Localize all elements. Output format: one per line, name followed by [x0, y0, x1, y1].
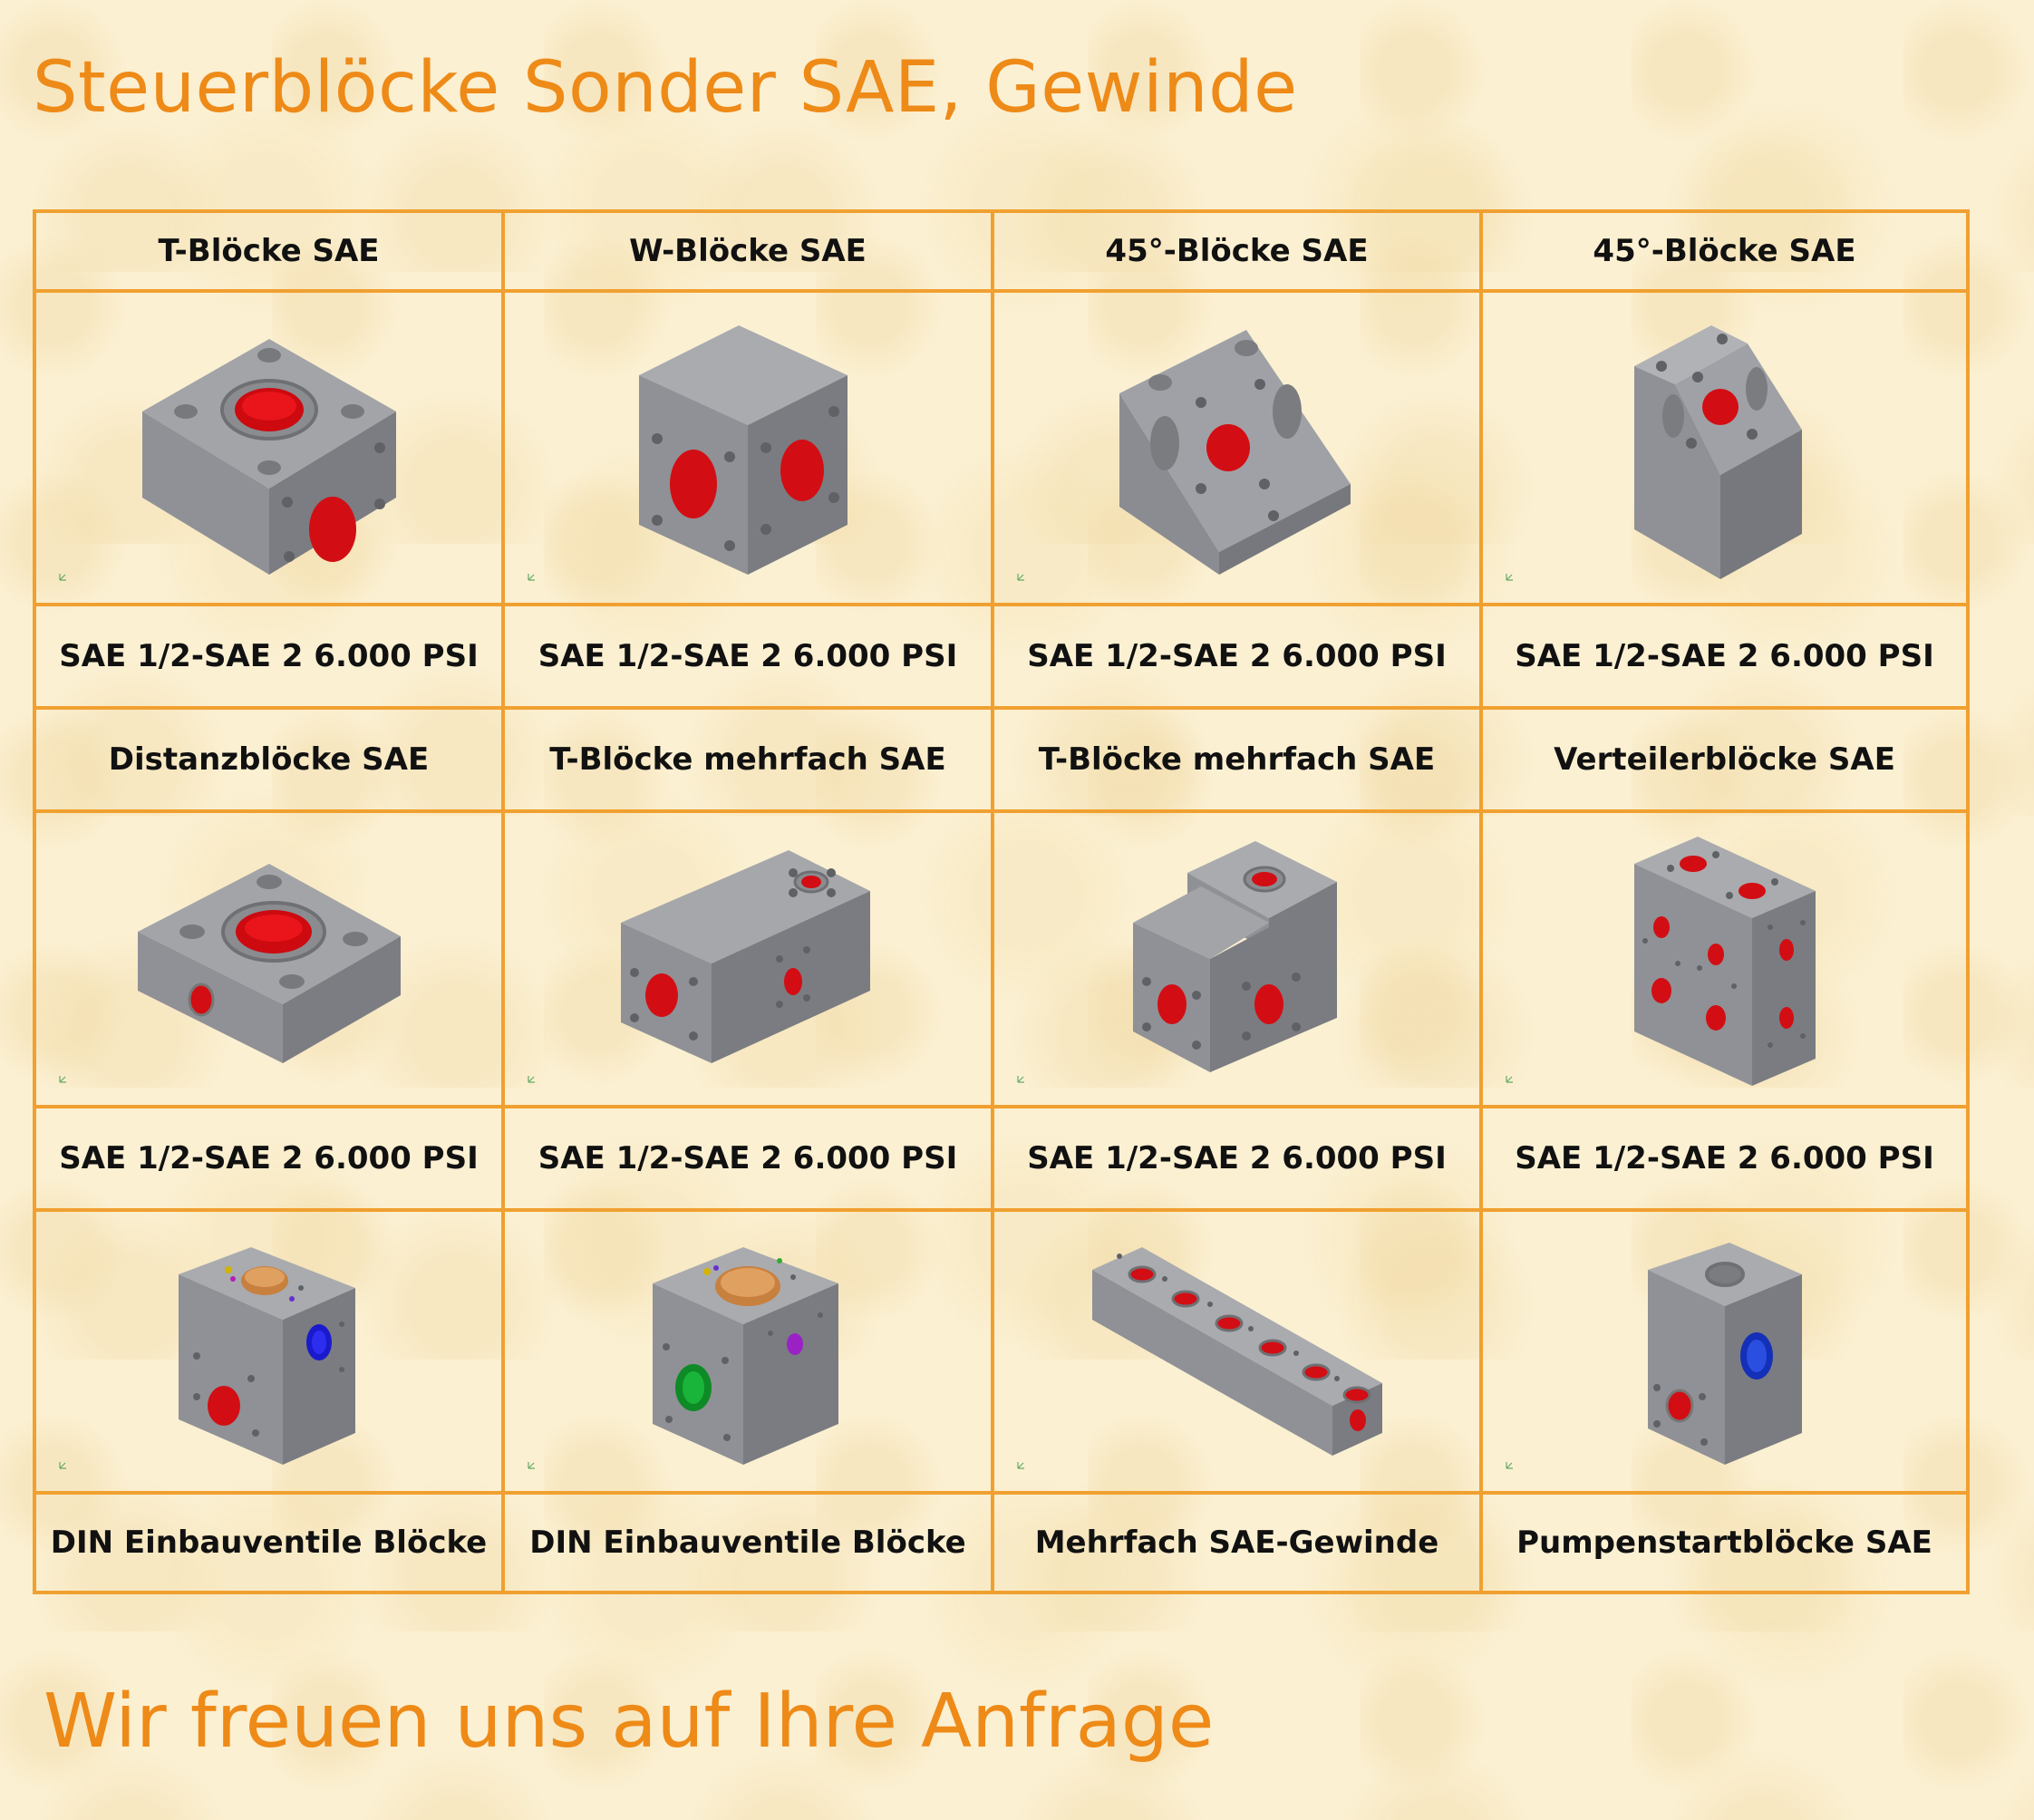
product-image-cell[interactable]	[1479, 289, 1970, 606]
product-title[interactable]: T-Blöcke SAE	[33, 209, 505, 293]
product-grid: T-Blöcke SAE W-Blöcke SAE 45°-Blöcke SAE…	[33, 209, 1970, 1594]
product-image-cell[interactable]	[991, 289, 1483, 606]
multi-sae-thread-bar-icon[interactable]	[1083, 1234, 1391, 1469]
product-image-cell[interactable]	[33, 1208, 505, 1495]
t-block-multi-icon[interactable]	[612, 837, 884, 1081]
product-image-cell[interactable]	[33, 809, 505, 1108]
axis-indicator-icon	[1017, 574, 1024, 581]
axis-indicator-icon	[59, 1462, 66, 1469]
product-image-cell[interactable]	[991, 1208, 1483, 1495]
page-title: Steuerblöcke Sonder SAE, Gewinde	[33, 47, 1298, 129]
product-title[interactable]: Verteilerblöcke SAE	[1479, 706, 1970, 813]
product-title[interactable]: Pumpenstartblöcke SAE	[1479, 1491, 1970, 1594]
45-block-tall-icon[interactable]	[1621, 312, 1829, 584]
din-cartridge-block-2-icon[interactable]	[644, 1234, 852, 1469]
axis-indicator-icon	[528, 1462, 535, 1469]
product-image-cell[interactable]	[501, 1208, 994, 1495]
product-image-cell[interactable]	[991, 809, 1483, 1108]
pressure-rating-label: SAE 1/2-SAE 2 6.000 PSI	[1479, 1105, 1970, 1212]
product-image-cell[interactable]	[501, 809, 994, 1108]
pressure-rating-label: SAE 1/2-SAE 2 6.000 PSI	[991, 1105, 1483, 1212]
pressure-rating-label: SAE 1/2-SAE 2 6.000 PSI	[501, 1105, 994, 1212]
pump-start-block-icon[interactable]	[1639, 1234, 1811, 1469]
axis-indicator-icon	[1017, 1462, 1024, 1469]
pressure-rating-label: SAE 1/2-SAE 2 6.000 PSI	[991, 603, 1483, 710]
product-title[interactable]: Distanzblöcke SAE	[33, 706, 505, 813]
axis-indicator-icon	[59, 574, 66, 581]
pressure-rating-label: SAE 1/2-SAE 2 6.000 PSI	[501, 603, 994, 710]
45-block-wide-icon[interactable]	[1110, 312, 1364, 584]
t-block-icon[interactable]	[124, 312, 414, 584]
pressure-rating-label: SAE 1/2-SAE 2 6.000 PSI	[33, 1105, 505, 1212]
product-title[interactable]: T-Blöcke mehrfach SAE	[991, 706, 1483, 813]
product-title[interactable]: DIN Einbauventile Blöcke	[33, 1491, 505, 1594]
footer-message: Wir freuen uns auf Ihre Anfrage	[44, 1679, 1215, 1765]
axis-indicator-icon	[59, 1076, 66, 1083]
product-title[interactable]: 45°-Blöcke SAE	[1479, 209, 1970, 293]
din-cartridge-block-icon[interactable]	[170, 1234, 369, 1469]
product-image-cell[interactable]	[33, 289, 505, 606]
product-image-cell[interactable]	[1479, 809, 1970, 1108]
axis-indicator-icon	[528, 574, 535, 581]
distributor-block-icon[interactable]	[1625, 828, 1825, 1090]
axis-indicator-icon	[1506, 1076, 1513, 1083]
pressure-rating-label: SAE 1/2-SAE 2 6.000 PSI	[1479, 603, 1970, 710]
product-title[interactable]: Mehrfach SAE-Gewinde	[991, 1491, 1483, 1594]
axis-indicator-icon	[528, 1076, 535, 1083]
product-title[interactable]: T-Blöcke mehrfach SAE	[501, 706, 994, 813]
axis-indicator-icon	[1506, 1462, 1513, 1469]
t-block-multi-step-icon[interactable]	[1119, 832, 1355, 1086]
product-image-cell[interactable]	[501, 289, 994, 606]
w-block-icon[interactable]	[630, 312, 866, 584]
product-title[interactable]: 45°-Blöcke SAE	[991, 209, 1483, 293]
pressure-rating-label: SAE 1/2-SAE 2 6.000 PSI	[33, 603, 505, 710]
distance-block-icon[interactable]	[124, 841, 414, 1077]
product-title[interactable]: DIN Einbauventile Blöcke	[501, 1491, 994, 1594]
axis-indicator-icon	[1017, 1076, 1024, 1083]
product-image-cell[interactable]	[1479, 1208, 1970, 1495]
product-title[interactable]: W-Blöcke SAE	[501, 209, 994, 293]
axis-indicator-icon	[1506, 574, 1513, 581]
